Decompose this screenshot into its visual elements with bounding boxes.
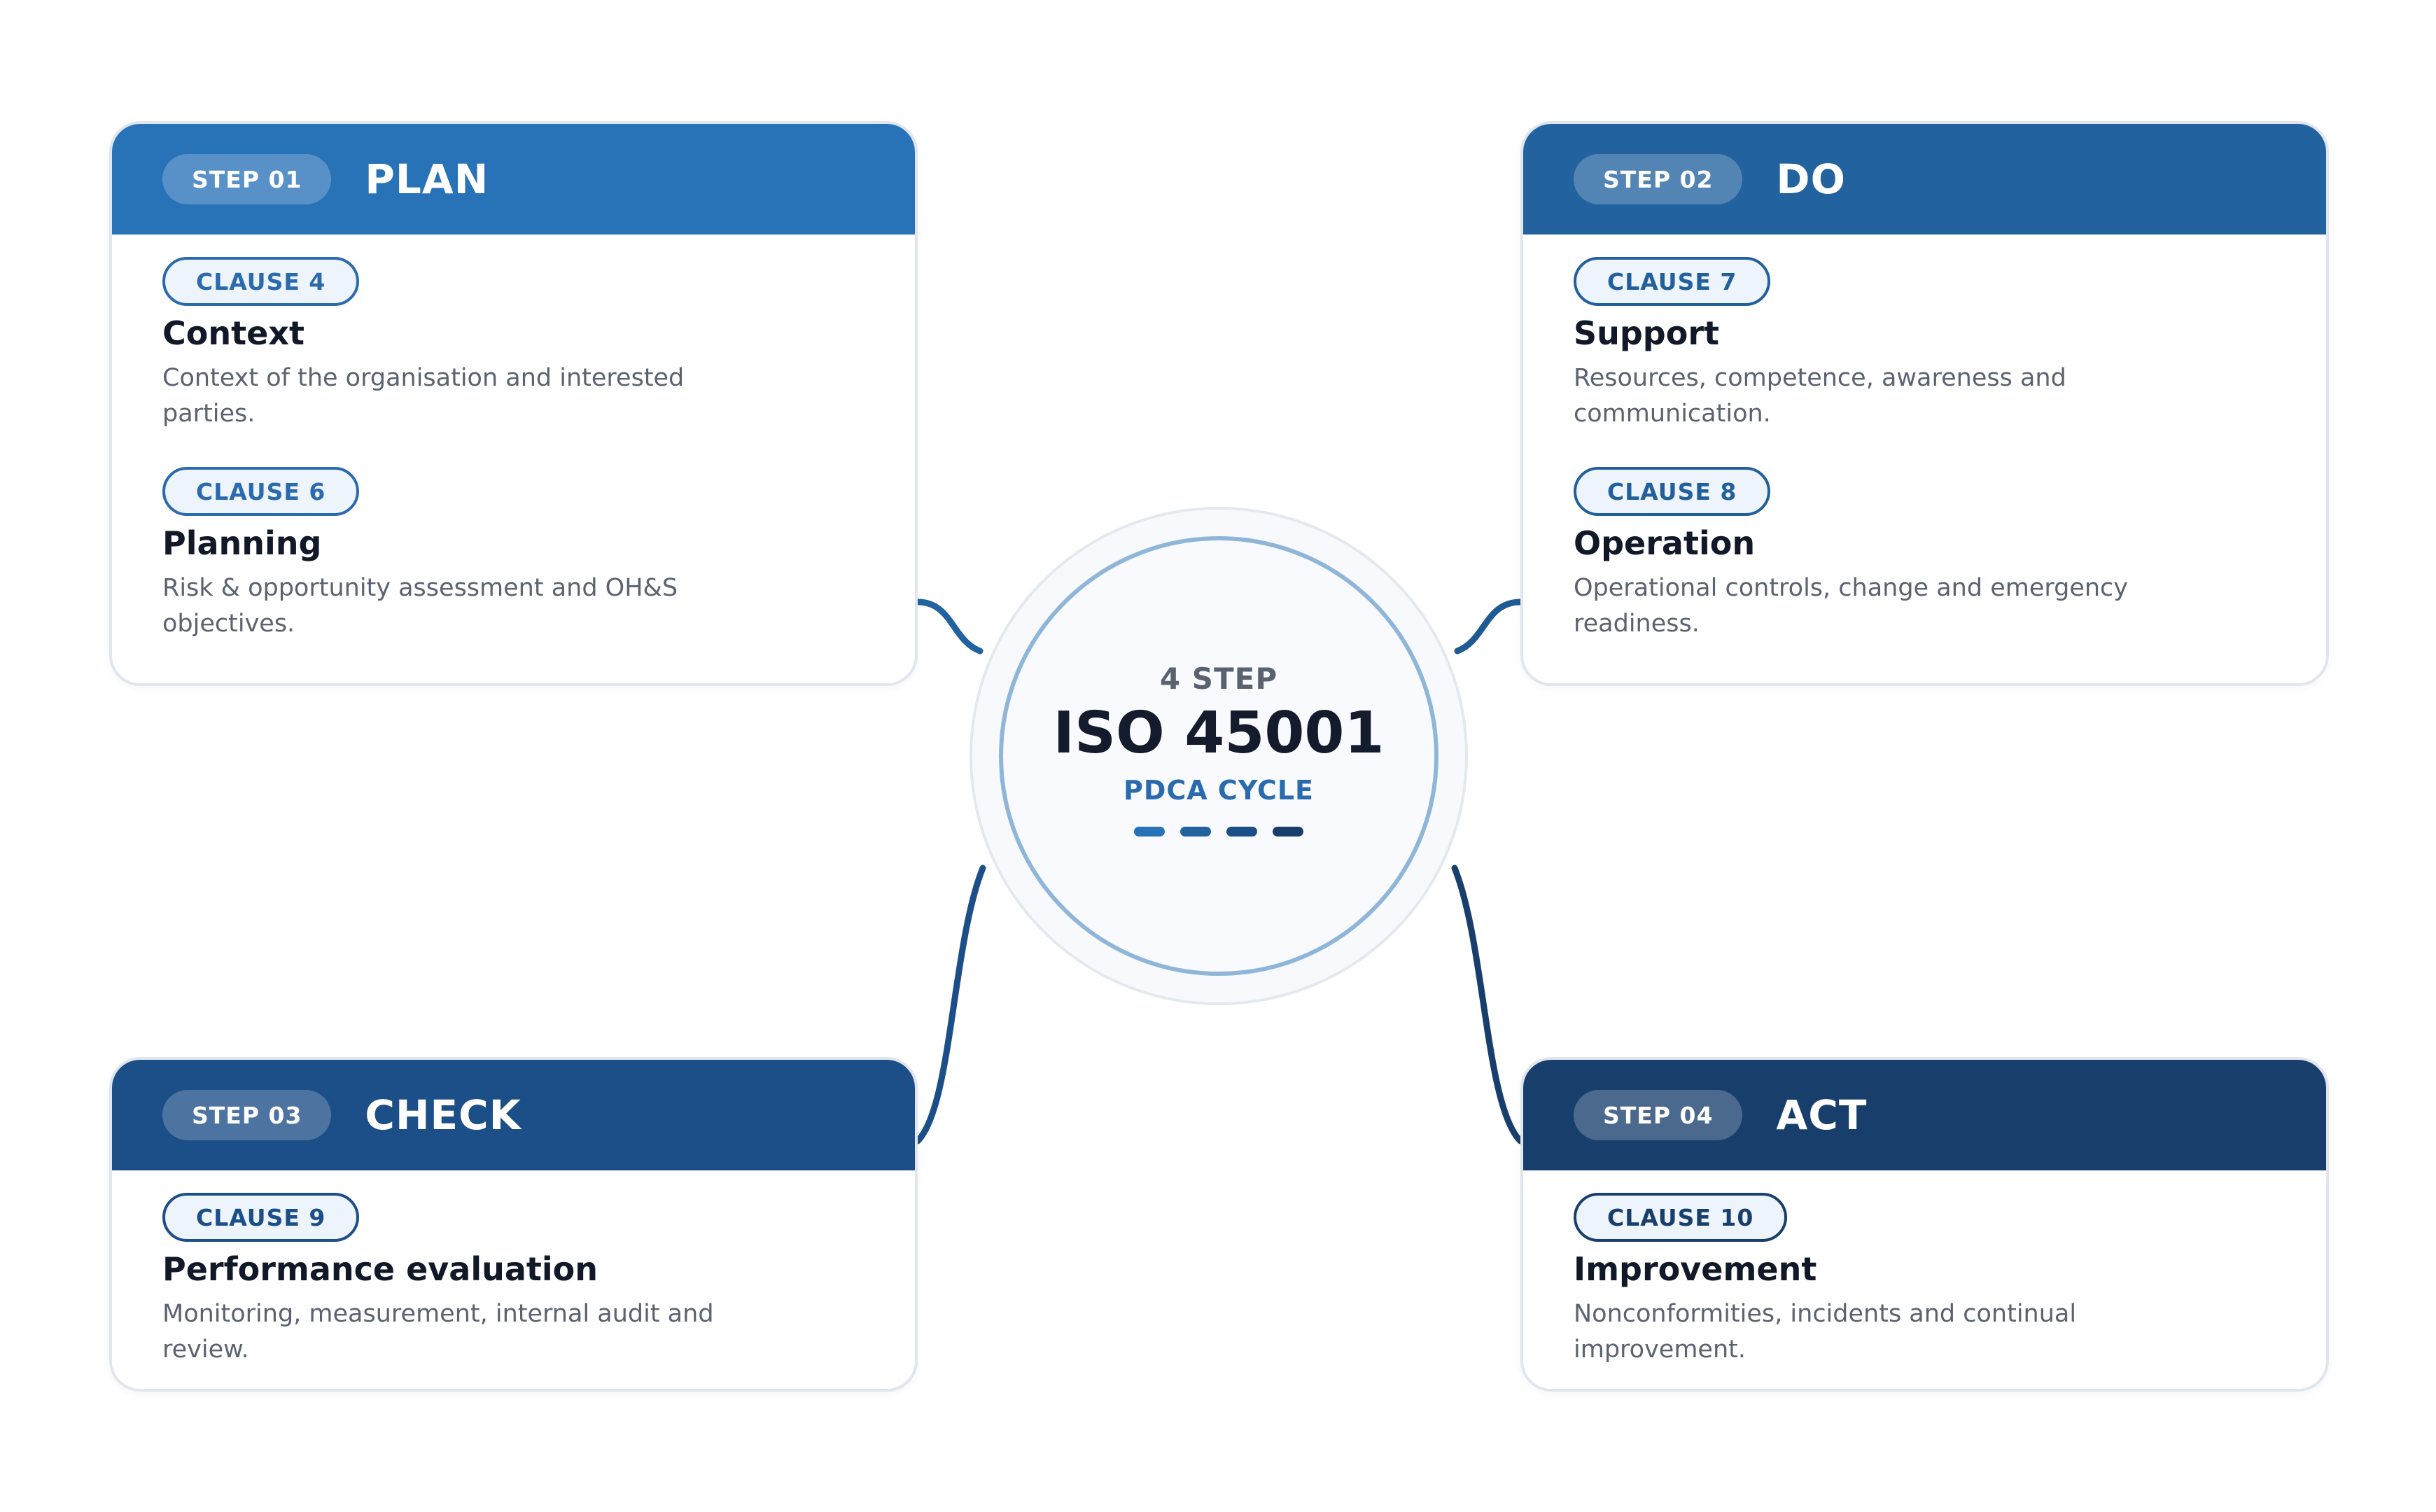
clause-description: Operational controls, change and emergen… xyxy=(1574,574,2129,638)
clause-title: Improvement xyxy=(1574,1250,1817,1288)
step-header-do: STEP 02 DO xyxy=(1523,124,2326,234)
clause-badge: CLAUSE 8 xyxy=(1574,467,1771,516)
center-kicker: 4 STEP xyxy=(1159,662,1278,696)
step-header-check: STEP 03 CHECK xyxy=(112,1060,915,1170)
step-card-do: STEP 02 DO CLAUSE 7 Support Resources, c… xyxy=(1520,121,2329,686)
connector-check xyxy=(914,864,986,1144)
clause-description: Nonconformities, incidents and continual… xyxy=(1574,1300,2077,1364)
step-indicator-dashes xyxy=(1134,827,1303,836)
clause-description: Context of the organisation and interest… xyxy=(162,364,685,428)
clause-title: Support xyxy=(1574,314,1720,352)
clause-description: Risk & opportunity assessment and OH&S o… xyxy=(162,574,678,638)
clause-block: CLAUSE 4 Context Context of the organisa… xyxy=(112,234,915,432)
clause-badge: CLAUSE 10 xyxy=(1574,1193,1788,1242)
clause-block: CLAUSE 8 Operation Operational controls,… xyxy=(1523,432,2326,642)
connector-act xyxy=(1451,864,1524,1144)
step-name: CHECK xyxy=(365,1091,522,1139)
clause-badge: CLAUSE 9 xyxy=(162,1193,360,1242)
step-number-badge: STEP 03 xyxy=(162,1090,332,1140)
step-name: PLAN xyxy=(365,155,489,203)
dash-plan xyxy=(1134,827,1165,836)
clause-badge: CLAUSE 6 xyxy=(162,467,360,516)
clause-title: Performance evaluation xyxy=(162,1250,598,1288)
clause-badge: CLAUSE 7 xyxy=(1574,257,1771,306)
clause-block: CLAUSE 7 Support Resources, competence, … xyxy=(1523,234,2326,432)
clause-block: CLAUSE 6 Planning Risk & opportunity ass… xyxy=(112,432,915,642)
step-header-plan: STEP 01 PLAN xyxy=(112,124,915,234)
connector-do xyxy=(1454,598,1524,654)
clause-title: Operation xyxy=(1574,524,1756,562)
center-subtitle: PDCA CYCLE xyxy=(1123,775,1315,806)
step-card-act: STEP 04 ACT CLAUSE 10 Improvement Noncon… xyxy=(1520,1057,2329,1392)
clause-block: CLAUSE 10 Improvement Nonconformities, i… xyxy=(1523,1170,2326,1368)
clause-title: Planning xyxy=(162,524,322,562)
clause-title: Context xyxy=(162,314,304,352)
step-card-plan: STEP 01 PLAN CLAUSE 4 Context Context of… xyxy=(109,121,918,686)
step-name: ACT xyxy=(1776,1091,1868,1139)
clause-block: CLAUSE 9 Performance evaluation Monitori… xyxy=(112,1170,915,1368)
center-title: ISO 45001 xyxy=(1053,700,1385,766)
step-name: DO xyxy=(1776,155,1846,203)
step-number-badge: STEP 01 xyxy=(162,154,332,204)
dash-check xyxy=(1226,827,1257,836)
dash-do xyxy=(1180,827,1211,836)
step-header-act: STEP 04 ACT xyxy=(1523,1060,2326,1170)
clause-description: Resources, competence, awareness and com… xyxy=(1574,364,2066,428)
clause-description: Monitoring, measurement, internal audit … xyxy=(162,1300,714,1364)
step-number-badge: STEP 02 xyxy=(1574,154,1743,204)
dash-act xyxy=(1273,827,1303,836)
connector-plan xyxy=(914,598,983,654)
step-number-badge: STEP 04 xyxy=(1574,1090,1743,1140)
center-hub: 4 STEP ISO 45001 PDCA CYCLE xyxy=(999,536,1438,976)
step-card-check: STEP 03 CHECK CLAUSE 9 Performance evalu… xyxy=(109,1057,918,1392)
clause-badge: CLAUSE 4 xyxy=(162,257,360,306)
